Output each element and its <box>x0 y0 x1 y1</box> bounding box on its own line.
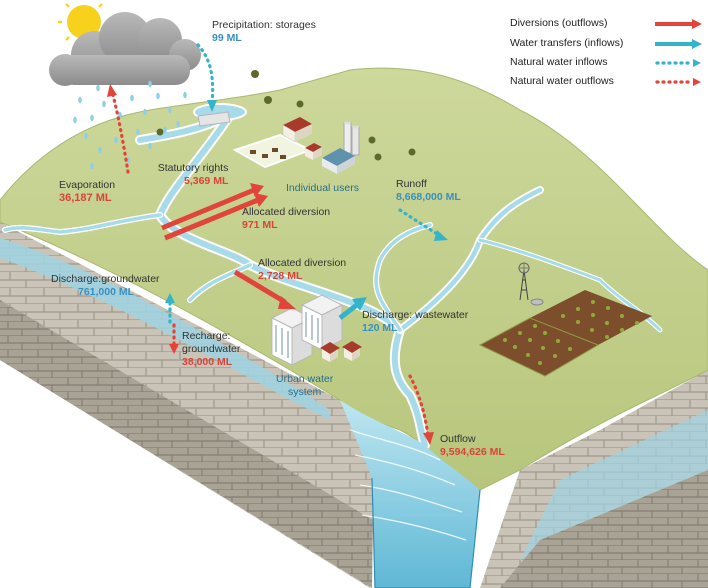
discharge-wastewater-value: 120 ML <box>362 322 398 334</box>
legend-transfers-label: Water transfers (inflows) <box>510 37 624 49</box>
lower-rock-layer <box>0 300 373 588</box>
recharge-groundwater-label: Recharge: groundwater 38,000 ML <box>182 330 240 369</box>
recharge-groundwater-value: 38,000 ML <box>182 356 233 368</box>
right-aquifer-band <box>520 410 708 560</box>
legend-diversions-label: Diversions (outflows) <box>510 17 608 29</box>
outflow-title: Outflow <box>440 433 476 445</box>
outflow-value: 9,594,626 ML <box>440 446 505 458</box>
rock-strata <box>0 222 708 588</box>
runoff-label: Runoff 8,668,000 ML <box>396 178 461 204</box>
evaporation-arrow <box>111 93 130 174</box>
individual-users-label: Individual users <box>286 182 359 194</box>
legend-natural-inflows-label: Natural water inflows <box>510 56 608 68</box>
statutory-rights-label: Statutory rights 5,369 ML <box>156 162 229 188</box>
evaporation-label: Evaporation 36,187 ML <box>59 179 115 205</box>
storage-reservoir <box>193 103 247 127</box>
silos <box>322 121 360 174</box>
precipitation-value: 99 ML <box>212 32 242 44</box>
allocated-diversion-2-value: 2,728 ML <box>258 270 303 282</box>
allocated-diversion-2-label: Allocated diversion 2,728 ML <box>258 257 346 283</box>
recharge-groundwater-title-2: groundwater <box>182 343 241 355</box>
precipitation-label: Precipitation: storages 99 ML <box>212 19 316 45</box>
cloud-icon <box>49 12 201 86</box>
right-lower-rock <box>500 470 708 588</box>
farm-buildings <box>282 117 322 160</box>
outflow-arrow <box>408 374 430 437</box>
evaporation-value: 36,187 ML <box>59 192 112 204</box>
flow-arrows <box>107 43 448 445</box>
wastewater-arrow <box>338 302 360 320</box>
gorge <box>340 400 481 588</box>
urban-water-system-title-1: Urban water <box>276 373 334 385</box>
runoff-value: 8,668,000 ML <box>396 191 461 203</box>
discharge-groundwater-title: Discharge:groundwater <box>51 273 160 285</box>
precipitation-title: Precipitation: storages <box>212 19 316 31</box>
statutory-rights-title: Statutory rights <box>157 162 229 174</box>
statutory-arrow <box>161 183 268 241</box>
evaporation-title: Evaporation <box>59 179 116 191</box>
discharge-wastewater-label: Discharge: wastewater 120 ML <box>362 309 468 335</box>
runoff-title: Runoff <box>396 178 427 190</box>
urban-buildings <box>270 294 362 366</box>
outflow-label: Outflow 9,594,626 ML <box>440 433 505 459</box>
urban-water-system-label: Urban water system <box>276 373 333 399</box>
discharge-wastewater-title: Discharge: wastewater <box>362 309 469 321</box>
rain-drops <box>73 80 187 170</box>
legend-markers <box>655 19 702 86</box>
allocated-diversion-2-title: Allocated diversion <box>258 257 347 269</box>
legend-natural-outflows-label: Natural water outflows <box>510 75 614 87</box>
allocated-diversion-1-value: 971 ML <box>242 219 278 231</box>
allocated-diversion-1-label: Allocated diversion 971 ML <box>242 206 330 232</box>
aquifer-band <box>0 238 330 420</box>
crop-fields <box>478 290 652 377</box>
recharge-groundwater-title-1: Recharge: <box>182 330 231 342</box>
allocated-diversion-1-title: Allocated diversion <box>242 206 331 218</box>
windmill <box>518 262 544 306</box>
precipitation-arrow <box>196 43 215 106</box>
discharge-groundwater-label: Discharge:groundwater 761,000 ML <box>51 273 160 299</box>
urban-water-system-title-2: system <box>287 386 322 398</box>
discharge-groundwater-value: 761,000 ML <box>78 286 135 298</box>
allocated-diversion-arrow <box>233 269 287 305</box>
statutory-rights-value: 5,369 ML <box>184 175 229 187</box>
